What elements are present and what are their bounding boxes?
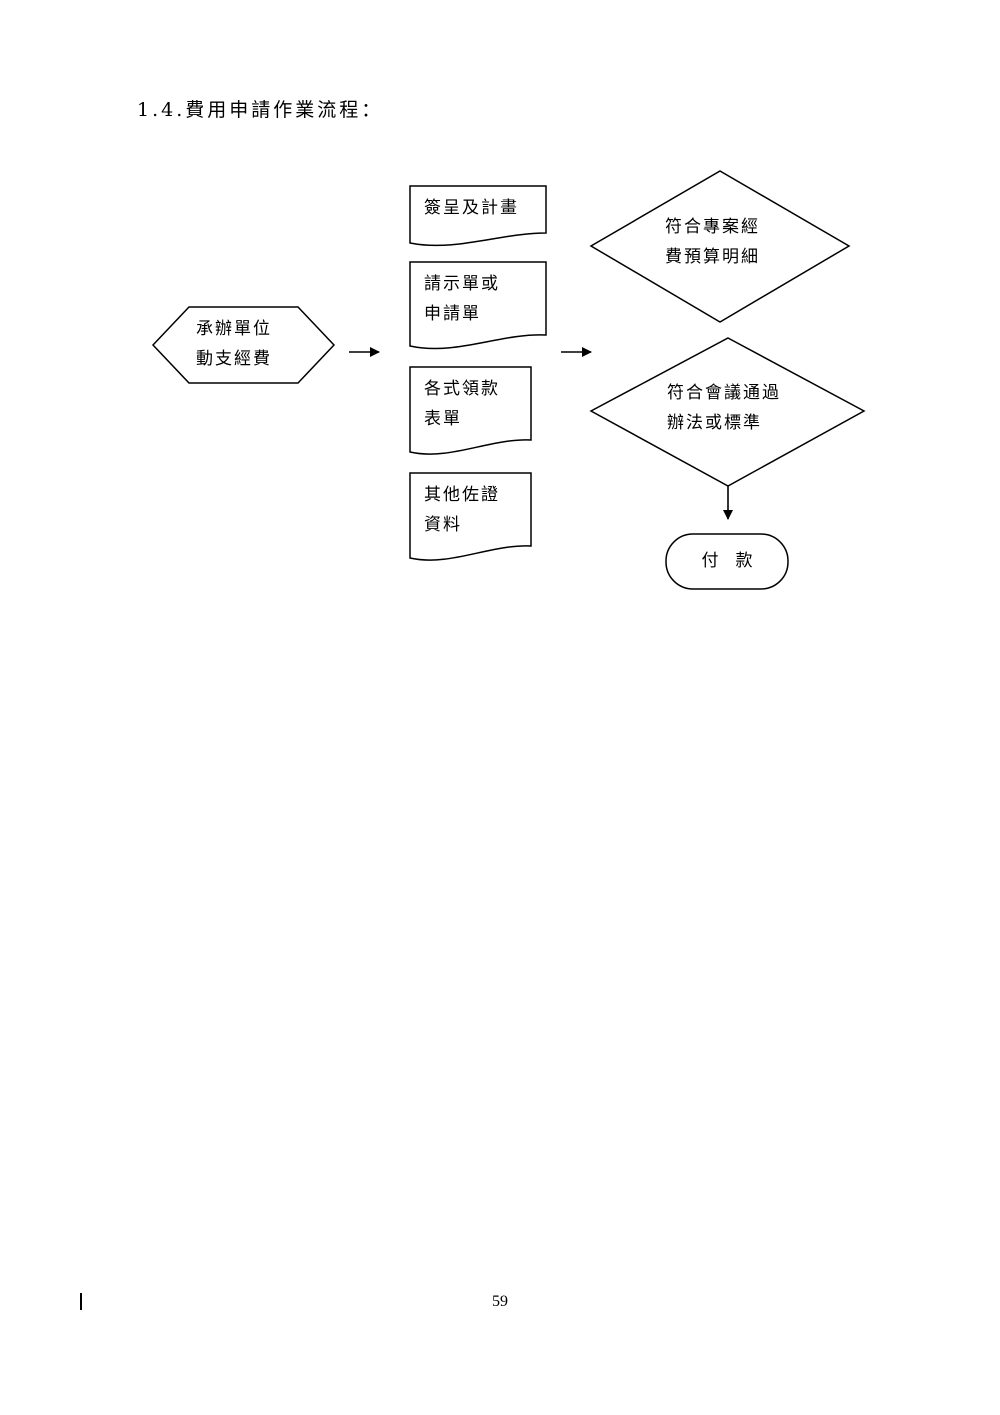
decision-1-line-2: 費預算明細 <box>665 247 760 267</box>
document-1-line-1: 簽呈及計畫 <box>424 198 519 218</box>
document-node-1: 簽呈及計畫 <box>424 193 519 223</box>
document-node-4: 其他佐證 資料 <box>424 480 500 540</box>
document-shape-2 <box>409 261 547 350</box>
section-title: 1.4.費用申請作業流程： <box>137 99 384 121</box>
decision-diamond-1 <box>589 170 851 323</box>
document-3-line-2: 表單 <box>424 409 462 429</box>
document-shape-3 <box>409 366 532 455</box>
start-node-line-2: 動支經費 <box>196 349 272 369</box>
decision-2-line-1: 符合會議通過 <box>667 383 781 403</box>
decision-node-2: 符合會議通過 辦法或標準 <box>667 378 781 438</box>
decision-1-line-1: 符合專案經 <box>665 217 760 237</box>
revision-bar <box>80 1293 82 1310</box>
decision-node-1: 符合專案經 費預算明細 <box>665 212 760 272</box>
terminal-node-label: 付 款 <box>701 551 753 571</box>
start-node: 承辦單位 動支經費 <box>196 314 272 374</box>
start-node-line-1: 承辦單位 <box>196 319 272 339</box>
document-node-2: 請示單或 申請單 <box>424 269 500 329</box>
terminal-shape <box>665 533 789 590</box>
document-2-line-1: 請示單或 <box>424 274 500 294</box>
document-node-3: 各式領款 表單 <box>424 374 500 434</box>
document-shape-1 <box>409 185 547 247</box>
decision-2-line-2: 辦法或標準 <box>667 413 762 433</box>
document-4-line-1: 其他佐證 <box>424 485 500 505</box>
start-hexagon-shape <box>151 306 336 384</box>
document-3-line-1: 各式領款 <box>424 379 500 399</box>
document-4-line-2: 資料 <box>424 515 462 535</box>
page-number: 59 <box>492 1293 508 1310</box>
document-shape-4 <box>409 472 532 561</box>
document-2-line-2: 申請單 <box>424 304 481 324</box>
